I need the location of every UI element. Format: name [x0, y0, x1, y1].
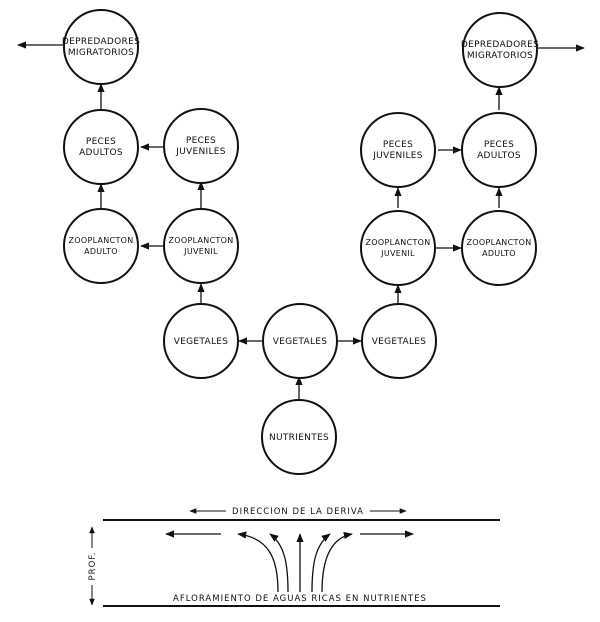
node-depredadores-left-line2: MIGRATORIOS	[68, 48, 134, 58]
node-peces-adultos-left: PECES ADULTOS	[63, 109, 139, 185]
node-depredadores-left: DEPREDADORES MIGRATORIOS	[62, 9, 140, 85]
food-web-arrows	[17, 41, 585, 400]
node-vegetales-center-label: VEGETALES	[273, 337, 328, 347]
node-nutrientes-label: NUTRIENTES	[269, 433, 329, 443]
node-vegetales-right-label: VEGETALES	[372, 337, 427, 347]
node-peces-adultos-left-line1: PECES	[86, 137, 116, 147]
depth-label: PROF.	[88, 552, 98, 581]
upwelling-cross-section: DIRECCION DE LA DERIVA PROF. AFLORAMIENT…	[88, 507, 500, 607]
node-peces-juveniles-left-line2: JUVENILES	[175, 147, 226, 157]
flow-curve-right-inner	[311, 533, 331, 593]
node-peces-adultos-left-line2: ADULTOS	[79, 148, 123, 158]
flow-curve-left-outer	[237, 531, 279, 593]
upwelling-label: AFLORAMIENTO DE AGUAS RICAS EN NUTRIENTE…	[173, 594, 427, 604]
upwelling-flow-arrows	[165, 530, 414, 593]
node-peces-juveniles-left-line1: PECES	[186, 136, 216, 146]
node-depredadores-right-line1: DEPREDADORES	[461, 40, 539, 50]
node-zooplancton-juvenil-right-line2: JUVENIL	[380, 249, 415, 258]
node-zooplancton-adulto-right: ZOOPLANCTON ADULTO	[461, 210, 537, 286]
node-zooplancton-adulto-left-line2: ADULTO	[84, 247, 118, 256]
node-nutrientes: NUTRIENTES	[261, 399, 337, 475]
node-vegetales-left: VEGETALES	[163, 303, 239, 379]
node-zooplancton-juvenil-left-line2: JUVENIL	[183, 247, 218, 256]
node-zooplancton-juvenil-left: ZOOPLANCTON JUVENIL	[163, 208, 239, 284]
node-depredadores-right: DEPREDADORES MIGRATORIOS	[461, 12, 539, 88]
node-vegetales-left-label: VEGETALES	[174, 337, 229, 347]
node-depredadores-right-line2: MIGRATORIOS	[467, 51, 533, 61]
flow-curve-right-outer	[321, 531, 353, 593]
node-zooplancton-juvenil-right-line1: ZOOPLANCTON	[365, 238, 430, 247]
node-peces-juveniles-right-line1: PECES	[383, 140, 413, 150]
node-zooplancton-adulto-right-line1: ZOOPLANCTON	[466, 238, 531, 247]
node-peces-adultos-right: PECES ADULTOS	[461, 112, 537, 188]
node-zooplancton-juvenil-left-line1: ZOOPLANCTON	[168, 236, 233, 245]
node-depredadores-left-line1: DEPREDADORES	[62, 37, 140, 47]
node-zooplancton-adulto-left: ZOOPLANCTON ADULTO	[63, 208, 139, 284]
node-zooplancton-adulto-right-line2: ADULTO	[482, 249, 516, 258]
node-peces-juveniles-right: PECES JUVENILES	[360, 112, 436, 188]
node-peces-juveniles-right-line2: JUVENILES	[372, 151, 423, 161]
node-peces-adultos-right-line2: ADULTOS	[477, 151, 521, 161]
node-vegetales-right: VEGETALES	[361, 303, 437, 379]
node-peces-juveniles-left: PECES JUVENILES	[163, 108, 239, 184]
node-vegetales-center: VEGETALES	[262, 303, 338, 379]
node-zooplancton-juvenil-right: ZOOPLANCTON JUVENIL	[360, 210, 436, 286]
drift-direction-label: DIRECCION DE LA DERIVA	[232, 507, 364, 517]
node-zooplancton-adulto-left-line1: ZOOPLANCTON	[68, 236, 133, 245]
node-peces-adultos-right-line1: PECES	[484, 140, 514, 150]
flow-curve-left-inner	[269, 533, 289, 593]
